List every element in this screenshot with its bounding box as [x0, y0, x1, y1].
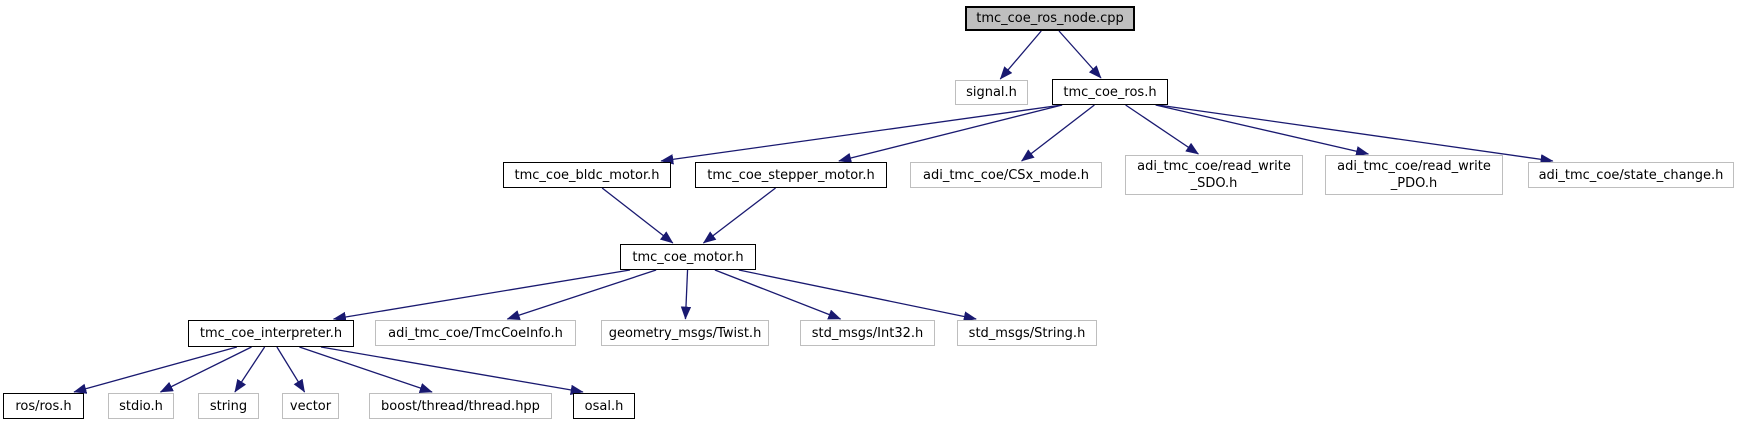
- edge-interp-stdio: [159, 346, 252, 393]
- graph-node-int32: std_msgs/Int32.h: [800, 320, 935, 346]
- edge-root-ros: [1058, 30, 1102, 79]
- edge-ros-pdo: [1155, 104, 1370, 157]
- edge-interp-rosros: [73, 346, 238, 394]
- graph-node-bldc[interactable]: tmc_coe_bldc_motor.h: [503, 162, 671, 188]
- edge-motor-int32: [714, 269, 842, 320]
- graph-node-osal[interactable]: osal.h: [573, 393, 635, 419]
- graph-node-stdstring: string: [198, 393, 259, 419]
- graph-node-interp[interactable]: tmc_coe_interpreter.h: [188, 320, 354, 347]
- edge-ros-bldc: [660, 104, 1063, 165]
- graph-node-pdo: adi_tmc_coe/read_write _PDO.h: [1325, 155, 1503, 195]
- graph-node-motor[interactable]: tmc_coe_motor.h: [620, 244, 756, 270]
- edge-stepper-motor: [702, 187, 776, 244]
- graph-node-stepper[interactable]: tmc_coe_stepper_motor.h: [695, 162, 887, 188]
- graph-node-vector: vector: [282, 393, 339, 419]
- graph-node-csx: adi_tmc_coe/CSx_mode.h: [910, 162, 1102, 188]
- graph-node-ros[interactable]: tmc_coe_ros.h: [1052, 79, 1168, 105]
- edge-bldc-motor: [601, 187, 674, 244]
- edge-ros-csx: [1021, 104, 1095, 162]
- edge-interp-vector: [276, 346, 306, 393]
- graph-node-root: tmc_coe_ros_node.cpp: [965, 6, 1135, 31]
- graph-node-rosros[interactable]: ros/ros.h: [3, 393, 84, 419]
- graph-node-sdo: adi_tmc_coe/read_write _SDO.h: [1125, 155, 1303, 195]
- graph-node-string_msg: std_msgs/String.h: [957, 320, 1097, 346]
- edge-ros-sdo: [1125, 104, 1199, 155]
- edge-ros-state: [1157, 104, 1554, 165]
- graph-node-state: adi_tmc_coe/state_change.h: [1528, 162, 1734, 188]
- edge-interp-osal: [320, 346, 584, 396]
- edge-interp-boost: [299, 346, 433, 393]
- graph-node-stdio: stdio.h: [108, 393, 174, 419]
- edge-motor-info: [506, 269, 657, 321]
- edge-root-signal: [999, 30, 1042, 80]
- edge-motor-twist: [680, 269, 692, 320]
- graph-node-signal: signal.h: [955, 80, 1028, 105]
- edge-motor-interp: [332, 269, 631, 323]
- edge-ros-stepper: [838, 104, 1063, 164]
- graph-node-twist: geometry_msgs/Twist.h: [601, 320, 769, 346]
- graph-node-boost: boost/thread/thread.hpp: [369, 393, 552, 419]
- graph-node-info: adi_tmc_coe/TmcCoeInfo.h: [375, 320, 576, 346]
- edge-motor-string_msg: [738, 269, 977, 322]
- edge-interp-stdstring: [234, 346, 266, 393]
